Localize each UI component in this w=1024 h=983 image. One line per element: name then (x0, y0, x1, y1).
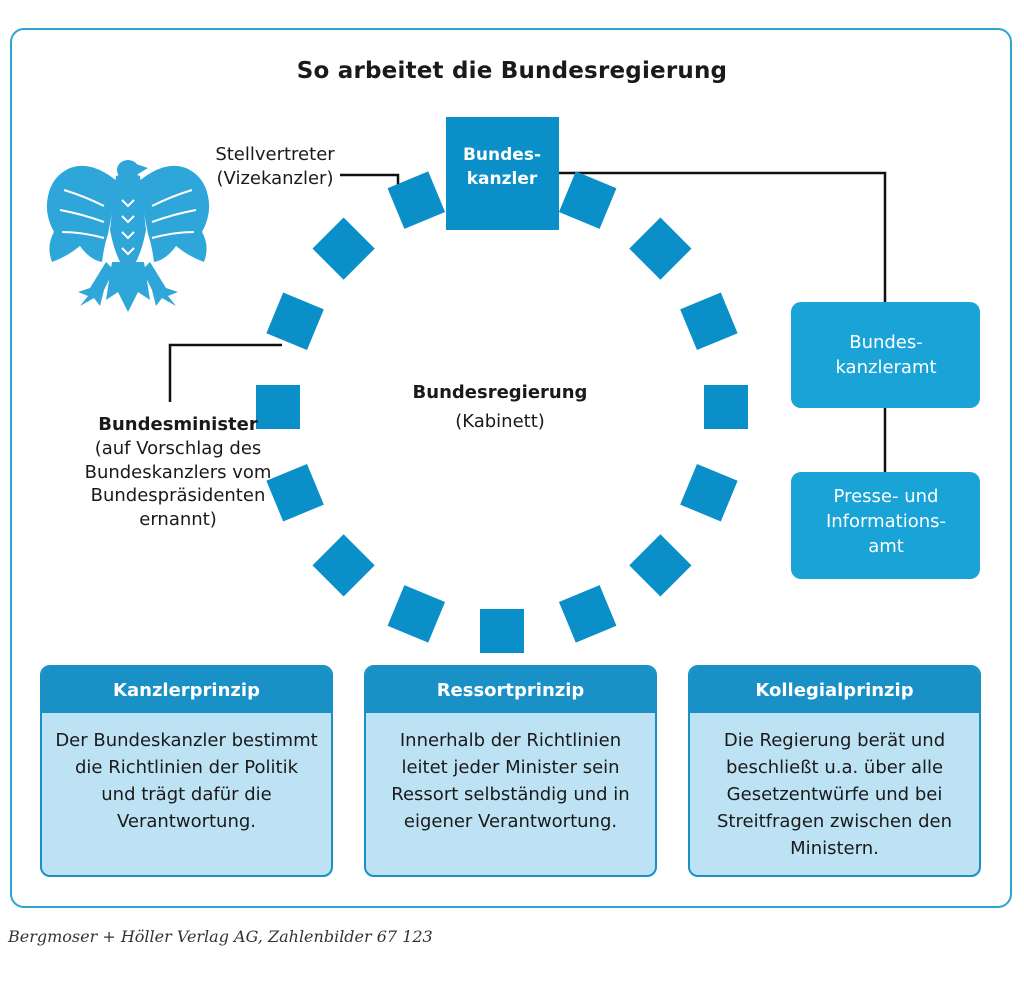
press-office-box (791, 472, 980, 579)
chancellery-label: Bundes- kanzleramt (792, 330, 980, 380)
minister-square (680, 292, 738, 351)
chancellor-label-line2: kanzler (466, 168, 538, 189)
minister-line4: ernannt) (139, 509, 217, 530)
principle-line: Streitfragen zwischen den (717, 811, 952, 832)
principle-line: die Richtlinien der Politik (74, 757, 299, 778)
minister-square (680, 463, 738, 522)
principle-body: Innerhalb der Richtlinien leitet jeder M… (366, 713, 655, 835)
diagram-title: So arbeitet die Bundesregierung (296, 58, 728, 84)
principle-card-ressort: Ressortprinzip Innerhalb der Richtlinien… (364, 665, 657, 877)
press-office-line3: amt (868, 536, 904, 558)
minister-square (558, 171, 617, 229)
chancellery-line1: Bundes- (849, 332, 923, 353)
chancellor-office-connector (558, 171, 887, 302)
principle-line: beschließt u.a. über alle (725, 757, 944, 778)
minister-square (480, 609, 524, 653)
principle-line: Gesetzentwürfe und bei (726, 784, 943, 805)
principle-card-kollegial: Kollegialprinzip Die Regierung berät und… (688, 665, 981, 877)
principle-card-kanzler: Kanzlerprinzip Der Bundeskanzler bestimm… (40, 665, 333, 877)
chancellor-label-line1: Bundes- (462, 145, 542, 165)
minister-square (629, 217, 692, 280)
chancellor-label: Bundes- kanzler (448, 144, 556, 192)
principle-line: und trägt dafür die (101, 784, 272, 805)
principle-line: Verantwortung. (116, 811, 257, 832)
minister-line1: (auf Vorschlag des (94, 437, 262, 459)
principle-line: Die Regierung berät und (723, 730, 946, 751)
principle-line: leitet jeder Minister sein (401, 757, 620, 778)
minister-square (704, 385, 748, 429)
vice-label-line1: Stellvertreter (215, 144, 335, 165)
chancellor-box (446, 117, 559, 230)
cabinet-subtitle: (Kabinett) (455, 411, 545, 432)
minister-connector (168, 343, 282, 402)
press-office-line2: Informations- (825, 511, 947, 533)
chancellery-box (791, 302, 980, 408)
minister-line2: Bundeskanzlers vom (84, 461, 272, 483)
principle-title: Ressortprinzip (366, 667, 655, 713)
press-office-label: Presse- und Informations- amt (792, 484, 980, 560)
principle-line: Innerhalb der Richtlinien (399, 730, 622, 751)
minister-line3: Bundespräsidenten (90, 485, 266, 507)
source-credit: Bergmoser + Höller Verlag AG, Zahlenbild… (8, 927, 433, 946)
minister-title: Bundesminister (98, 414, 258, 435)
press-office-line1: Presse- und (833, 486, 939, 507)
principle-body: Die Regierung berät und beschließt u.a. … (690, 713, 979, 862)
minister-square (256, 385, 300, 429)
federal-eagle-icon (46, 160, 210, 312)
principle-line: Der Bundeskanzler bestimmt (55, 730, 318, 751)
vice-label-line2: (Vizekanzler) (216, 167, 334, 189)
minister-square (629, 534, 692, 597)
minister-ring (256, 171, 748, 653)
principle-title: Kanzlerprinzip (42, 667, 331, 713)
vice-chancellor-label: Stellvertreter (Vizekanzler) (195, 143, 355, 191)
principle-title: Kollegialprinzip (690, 667, 979, 713)
minister-square (558, 585, 617, 643)
principle-body: Der Bundeskanzler bestimmt die Richtlini… (42, 713, 331, 835)
principle-line: Ministern. (790, 838, 879, 859)
minister-square (266, 463, 324, 522)
cabinet-title: Bundesregierung (412, 382, 588, 403)
minister-square (387, 171, 446, 229)
minister-square (387, 585, 446, 643)
minister-square (312, 217, 375, 280)
minister-square (266, 292, 324, 351)
principle-line: Ressort selbständig und in (391, 784, 630, 805)
chancellery-line2: kanzleramt (835, 357, 937, 379)
minister-square (312, 534, 375, 597)
minister-label: Bundesminister (auf Vorschlag des Bundes… (58, 413, 298, 532)
principle-line: eigener Verantwortung. (403, 811, 618, 832)
